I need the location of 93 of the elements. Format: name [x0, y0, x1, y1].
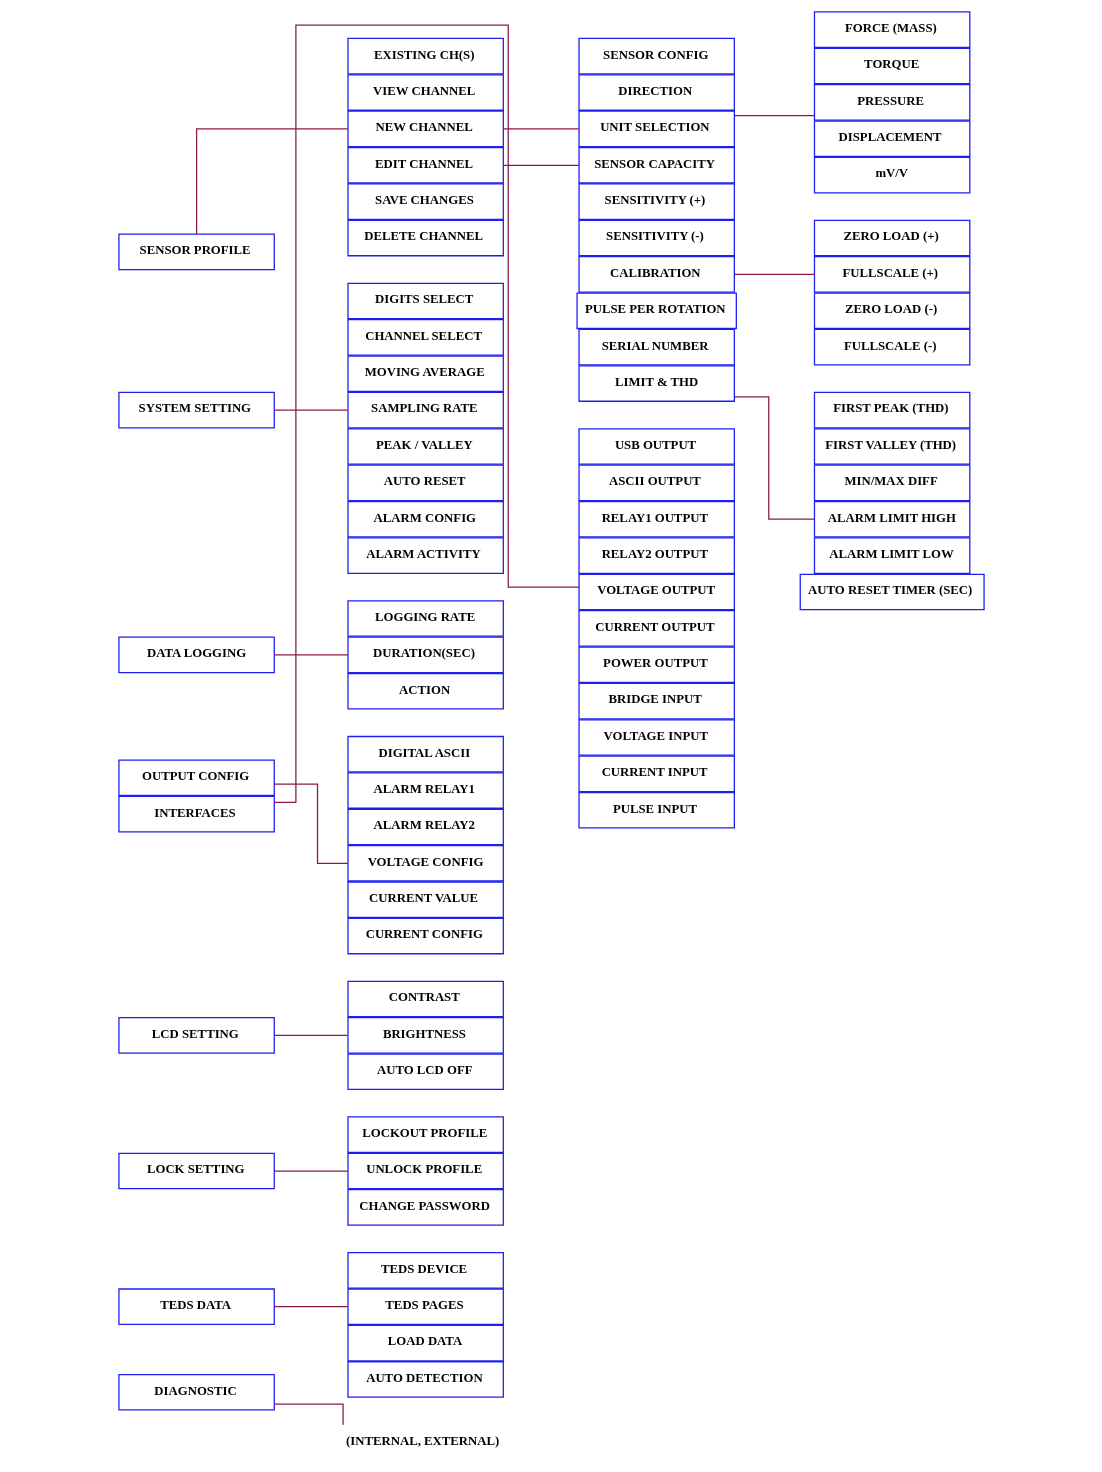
node-box: LOGGING RATE	[346, 600, 504, 637]
node-box: CURRENT OUTPUT	[577, 610, 735, 647]
connector	[273, 783, 349, 864]
connector	[273, 1306, 348, 1308]
node-box: RELAY2 OUTPUT	[577, 537, 735, 574]
node-box: DIRECTION	[577, 74, 735, 111]
node-box: mV/V	[813, 156, 970, 194]
connector	[733, 115, 815, 117]
node-box: FIRST VALLEY (THD)	[813, 428, 970, 465]
connector	[195, 128, 348, 235]
node-box: PRESSURE	[813, 84, 970, 121]
node-box: DIAGNOSTIC	[117, 1373, 275, 1411]
connector	[273, 1170, 348, 1172]
node-box: CURRENT CONFIG	[346, 917, 504, 955]
node-box: SENSOR CAPACITY	[577, 146, 735, 184]
node-box: AUTO LCD OFF	[346, 1053, 504, 1091]
node-box: SERIAL NUMBER	[577, 328, 735, 366]
node-box: BRIDGE INPUT	[577, 682, 735, 720]
node-box: ASCII OUTPUT	[577, 464, 735, 502]
node-box: TEDS PAGES	[346, 1288, 504, 1326]
connector	[502, 164, 579, 166]
node-box: DIGITS SELECT	[346, 282, 504, 320]
node-box: USB OUTPUT	[577, 428, 735, 465]
node-box: CHANNEL SELECT	[346, 319, 504, 356]
node-box: SAMPLING RATE	[346, 391, 504, 429]
connector	[273, 1403, 344, 1426]
node-text: (INTERNAL, EXTERNAL)	[345, 1433, 499, 1448]
node-box: MOVING AVERAGE	[346, 355, 504, 393]
node-box: SENSITIVITY (+)	[577, 183, 735, 220]
node-box: DATA LOGGING	[117, 636, 275, 674]
connector	[273, 654, 348, 656]
node-box: UNLOCK PROFILE	[346, 1152, 504, 1190]
node-box: FIRST PEAK (THD)	[813, 391, 970, 429]
connector	[733, 396, 815, 520]
node-box: ALARM RELAY1	[346, 772, 504, 809]
node-box: CURRENT INPUT	[577, 755, 735, 793]
node-box: ALARM RELAY2	[346, 808, 504, 846]
node-box: CALIBRATION	[577, 256, 735, 293]
node-box: MIN/MAX DIFF	[813, 464, 970, 502]
connector	[273, 24, 580, 803]
node-box: AUTO RESET TIMER (SEC)	[799, 573, 985, 611]
node-box: SENSITIVITY (-)	[577, 219, 735, 257]
node-box: VOLTAGE INPUT	[577, 719, 735, 756]
node-box: CURRENT VALUE	[346, 881, 504, 918]
node-box: TEDS DATA	[117, 1288, 275, 1326]
node-box: ALARM ACTIVITY	[346, 537, 504, 574]
node-box: VOLTAGE OUTPUT	[577, 573, 735, 611]
node-box: BRIGHTNESS	[346, 1017, 504, 1054]
node-box: POWER OUTPUT	[577, 646, 735, 684]
node-box: RELAY1 OUTPUT	[577, 500, 735, 538]
connector	[733, 273, 815, 276]
node-box: EXISTING CH(S)	[346, 37, 504, 75]
node-box: DIGITAL ASCII	[346, 735, 504, 773]
connector	[273, 409, 348, 411]
node-box: SENSOR CONFIG	[577, 37, 735, 75]
node-box: PEAK / VALLEY	[346, 428, 504, 465]
connector	[502, 128, 579, 130]
node-box: PULSE INPUT	[577, 791, 735, 829]
node-box: EDIT CHANNEL	[346, 146, 504, 184]
node-box: LCD SETTING	[117, 1017, 275, 1054]
node-box: INTERFACES	[117, 795, 275, 833]
node-box: TEDS DEVICE	[346, 1251, 504, 1289]
node-box: CHANGE PASSWORD	[346, 1189, 504, 1226]
node-box: DELETE CHANNEL	[346, 219, 504, 257]
node-box: ALARM LIMIT LOW	[813, 537, 970, 574]
node-box: AUTO DETECTION	[346, 1361, 504, 1398]
node-box: FULLSCALE (+)	[813, 256, 970, 293]
node-box: LOAD DATA	[346, 1324, 504, 1362]
node-box: NEW CHANNEL	[346, 110, 504, 148]
node-box: LIMIT & THD	[577, 365, 735, 402]
node-box: DURATION(SEC)	[346, 636, 504, 674]
node-box: LOCKOUT PROFILE	[346, 1116, 504, 1153]
node-box: VIEW CHANNEL	[346, 74, 504, 111]
node-box: LOCK SETTING	[117, 1152, 275, 1190]
node-box: TORQUE	[813, 47, 970, 85]
node-box: CONTRAST	[346, 980, 504, 1018]
node-box: UNIT SELECTION	[577, 110, 735, 148]
node-box: OUTPUT CONFIG	[117, 759, 275, 797]
connector	[273, 1034, 348, 1036]
node-box: FORCE (MASS)	[813, 11, 970, 48]
node-box: FULLSCALE (-)	[813, 328, 970, 366]
node-box: ALARM CONFIG	[346, 500, 504, 538]
node-box: ZERO LOAD (-)	[813, 292, 970, 330]
node-box: ACTION	[346, 672, 504, 710]
node-box: SENSOR PROFILE	[117, 233, 275, 271]
node-box: DISPLACEMENT	[813, 120, 970, 158]
node-box: ALARM LIMIT HIGH	[813, 500, 970, 538]
node-box: SAVE CHANGES	[346, 183, 504, 220]
node-box: VOLTAGE CONFIG	[346, 845, 504, 882]
node-box: AUTO RESET	[346, 464, 504, 502]
node-box: ZERO LOAD (+)	[813, 219, 970, 257]
node-box: SYSTEM SETTING	[117, 391, 275, 429]
node-box: PULSE PER ROTATION	[575, 292, 737, 330]
